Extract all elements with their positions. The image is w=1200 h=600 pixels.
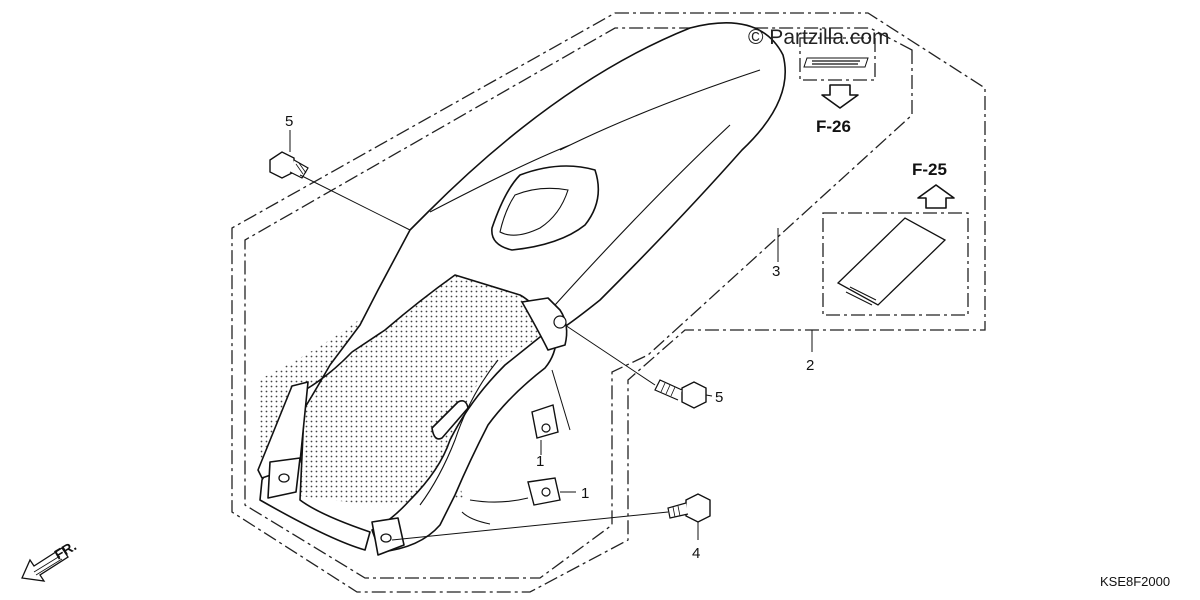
reference-f25: F-25 <box>912 160 947 179</box>
reference-f26: F-26 <box>816 117 851 136</box>
bolt-4-bottom <box>667 493 711 523</box>
mudflap-rear-tab-hole <box>380 533 392 543</box>
label-reference-box <box>822 212 969 316</box>
watermark: © Partzilla.com <box>748 26 890 49</box>
callout-clip-lower: 1 <box>581 485 589 502</box>
fender-seat-recess-inner <box>499 187 569 236</box>
emblem-reference-box <box>799 37 876 81</box>
mudflap-slot <box>431 400 469 440</box>
front-arrow-icon <box>21 547 69 582</box>
callout-bolt-5-mid-right: 5 <box>715 389 723 406</box>
assembly-2-boundary <box>244 27 913 579</box>
callout-clip-upper: 1 <box>536 453 544 470</box>
clip-nut-lower <box>527 477 561 506</box>
leader-bolt-mid-right-axis <box>564 324 656 386</box>
fender-seat-recess <box>491 165 600 251</box>
callout-bolt-4-bottom: 4 <box>692 545 700 562</box>
arrow-down-icon <box>821 84 859 109</box>
mudguard-dotted-area <box>258 250 560 505</box>
leader-clip-axis <box>551 369 571 431</box>
leader-bolt-top-left-axis <box>299 174 411 231</box>
fender-rear-bracket <box>521 297 568 351</box>
clip-nut-upper <box>531 404 559 439</box>
bracket-bolt-hole <box>553 315 567 329</box>
fender-left-mount-hole <box>278 473 290 483</box>
bolt-5-top-left <box>269 151 309 179</box>
callout-assembly-2: 2 <box>806 357 814 374</box>
fender-lower-strap <box>461 497 529 525</box>
fender-top-ridge <box>429 69 761 213</box>
leader-bolt-mid-right <box>705 394 713 397</box>
fender-side-ridge <box>554 124 731 306</box>
leader-bolt-bottom-axis <box>391 511 669 541</box>
arrow-up-icon <box>917 184 955 209</box>
caution-label-icon <box>836 217 947 306</box>
callout-bolt-5-top-left: 5 <box>285 113 293 130</box>
bolt-5-mid-right <box>654 379 707 409</box>
assembly-3-boundary <box>231 12 986 593</box>
emblem-mark-icon <box>803 57 869 68</box>
callout-assembly-3: 3 <box>772 263 780 280</box>
mudflap-inner-edge <box>419 359 499 506</box>
diagram-code: KSE8F2000 <box>1100 574 1170 589</box>
